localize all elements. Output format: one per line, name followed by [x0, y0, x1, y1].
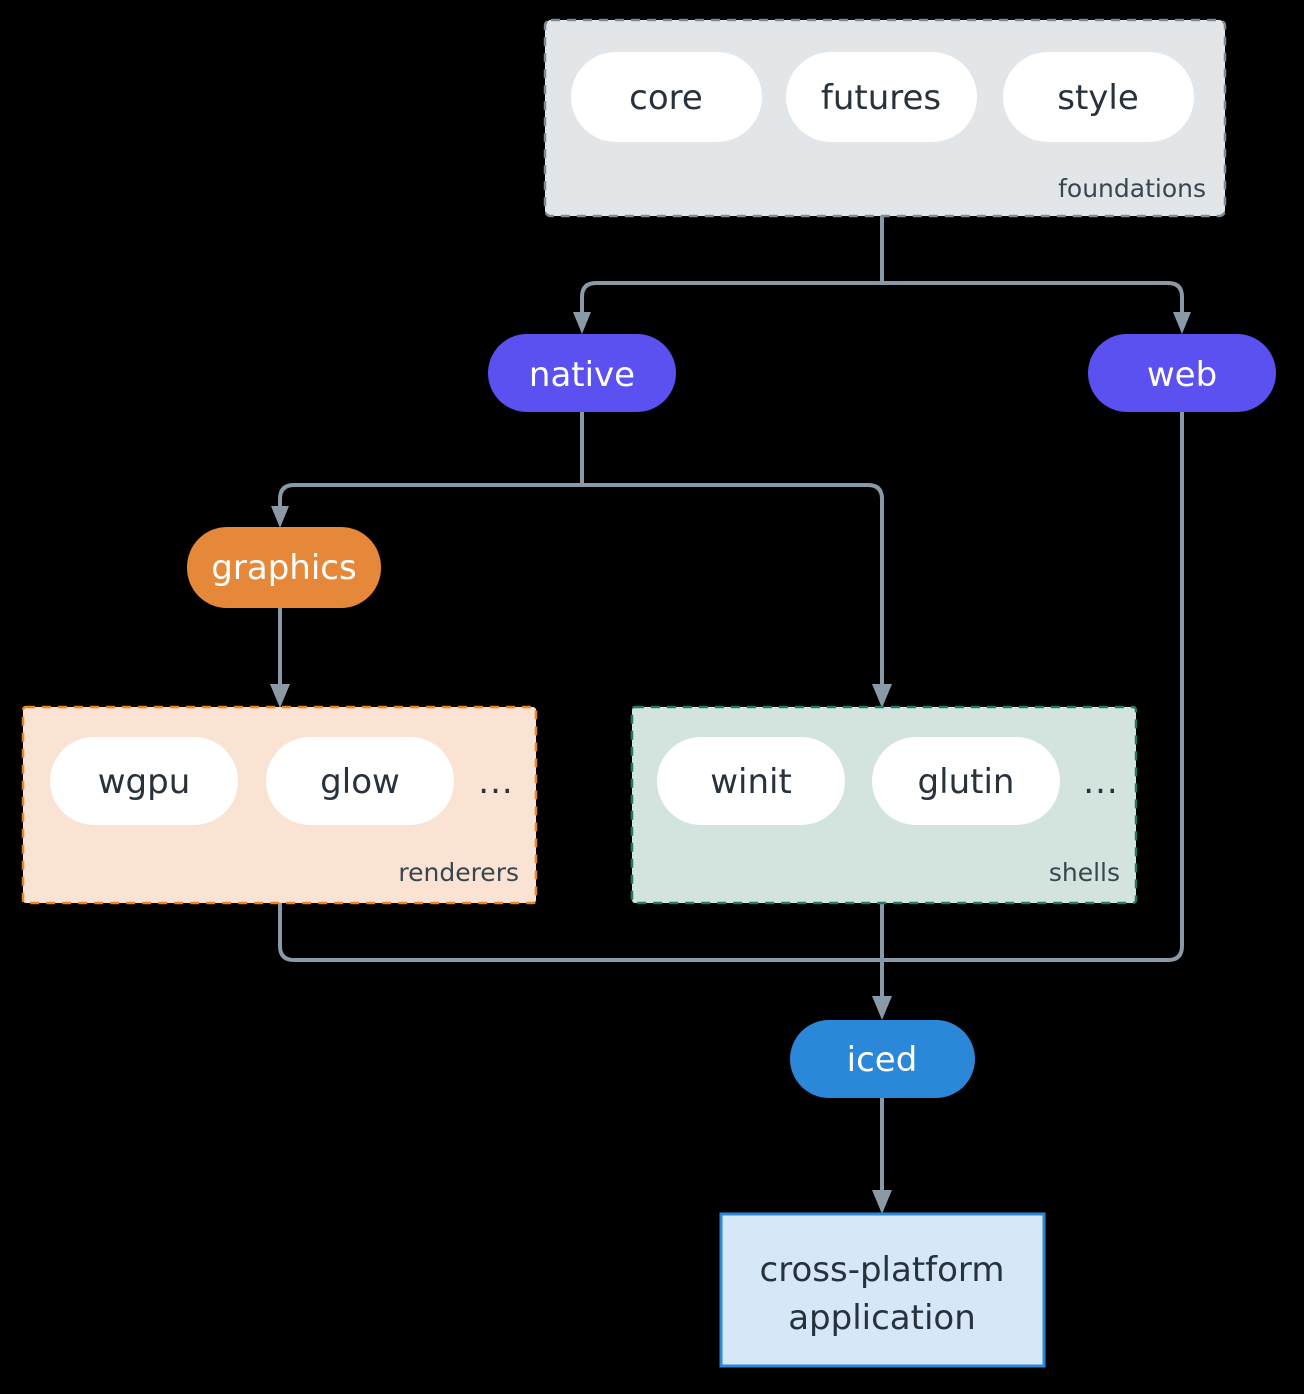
- pill-winit-label: winit: [710, 762, 792, 802]
- pill-wgpu-label: wgpu: [98, 762, 191, 802]
- arrowhead-web: [1173, 312, 1191, 334]
- pill-futures-label: futures: [821, 78, 941, 118]
- pill-glow[interactable]: [266, 737, 454, 825]
- pill-glow-label: glow: [320, 762, 400, 802]
- node-graphics-shape: [187, 527, 381, 608]
- node-iced-label: iced: [847, 1040, 918, 1080]
- arrowhead-graphics: [271, 506, 289, 528]
- arrowhead-application: [872, 1190, 892, 1214]
- node-iced[interactable]: iced: [790, 1020, 975, 1098]
- group-label-foundations: foundations: [1058, 174, 1206, 203]
- pill-futures[interactable]: [786, 52, 977, 142]
- node-web-shape: [1088, 334, 1276, 412]
- pill-glutin-label: glutin: [918, 762, 1015, 802]
- node-application-label-line1: cross-platform: [760, 1250, 1005, 1290]
- node-iced-shape: [790, 1020, 975, 1098]
- node-application-label-line2: application: [788, 1298, 976, 1338]
- group-shells[interactable]: winit glutin ... shells: [630, 705, 1138, 905]
- arrowhead-shells: [872, 684, 892, 708]
- edge-layer: [270, 214, 1191, 1214]
- edge-renderers-to-iced: [278, 900, 884, 962]
- renderers-overflow-ellipsis: ...: [478, 762, 513, 802]
- edge-foundations-to-native: [580, 281, 884, 320]
- group-label-renderers: renderers: [398, 858, 519, 887]
- edge-native-to-graphics: [278, 483, 584, 514]
- arrowhead-native: [573, 312, 591, 334]
- pill-glutin[interactable]: [872, 737, 1060, 825]
- pill-winit[interactable]: [657, 737, 845, 825]
- pill-style-label: style: [1057, 78, 1139, 118]
- pill-style[interactable]: [1003, 52, 1194, 142]
- shells-overflow-ellipsis: ...: [1083, 762, 1118, 802]
- node-application-shape: [719, 1212, 1046, 1368]
- arrowhead-iced: [872, 996, 892, 1020]
- node-graphics-label: graphics: [211, 548, 356, 588]
- group-label-shells: shells: [1049, 858, 1120, 887]
- node-web-label: web: [1147, 355, 1217, 395]
- edge-native-to-shells: [580, 483, 884, 692]
- node-web[interactable]: web: [1088, 334, 1276, 412]
- node-native-label: native: [529, 355, 635, 395]
- arrowhead-renderers: [270, 684, 290, 708]
- pill-core-label: core: [629, 78, 703, 118]
- node-native[interactable]: native: [488, 334, 676, 412]
- pill-core[interactable]: [571, 52, 762, 142]
- group-renderers[interactable]: wgpu glow ... renderers: [21, 705, 538, 905]
- node-application[interactable]: cross-platform application: [719, 1212, 1046, 1368]
- edge-web-to-iced: [880, 410, 1184, 962]
- group-foundations[interactable]: core futures style foundations: [543, 18, 1227, 218]
- pill-wgpu[interactable]: [50, 737, 238, 825]
- edge-foundations-to-web: [880, 281, 1184, 320]
- node-graphics[interactable]: graphics: [187, 527, 381, 608]
- node-native-shape: [488, 334, 676, 412]
